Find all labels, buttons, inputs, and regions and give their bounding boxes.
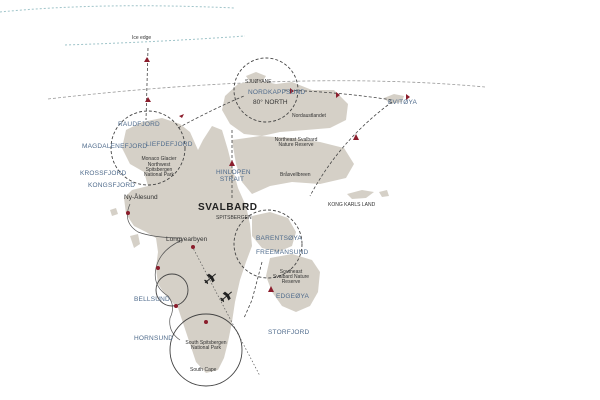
kongsfjord-label: KONGSFJORD — [88, 182, 136, 189]
marker-southeast — [353, 134, 359, 140]
parallel-80-north-line — [47, 80, 486, 100]
airplane-icon-2 — [220, 291, 233, 303]
spitsbergen-label: SPITSBERGEN — [216, 215, 252, 221]
marker-south — [204, 320, 208, 324]
northwest-circle — [110, 110, 186, 186]
ice-edge-label: Ice edge — [132, 35, 152, 41]
route-north-crossing — [177, 95, 245, 129]
edgeoya-label: EDGEØYA — [276, 293, 310, 300]
southeast-reserve-label: Southeast Svalbard Nature Reserve — [272, 269, 310, 285]
northeast-circle — [233, 57, 299, 123]
route-storfjord — [243, 261, 263, 319]
barentsoya-label: BARENTSØYA — [256, 235, 302, 242]
route-east-kvitoya — [283, 89, 393, 101]
marker-ice-2 — [145, 97, 151, 102]
sjuoyane-islands — [246, 72, 266, 82]
bellsund-label: BELLSUND — [134, 296, 170, 303]
marker-kvitoya — [406, 94, 410, 100]
barentsoya-circle — [233, 209, 303, 279]
route-kvitoya-return — [309, 101, 393, 197]
marker-hornsund — [174, 304, 178, 308]
route-south-coast — [154, 239, 183, 341]
kong-karls-land-2 — [379, 190, 389, 197]
marker-east — [336, 92, 340, 98]
northwest-park-label: Northwest Spitsbergen National Park — [143, 162, 174, 178]
sjuoyane-label: SJUØYANE — [245, 79, 272, 85]
airplane-icon — [204, 273, 217, 285]
svalbard-title: SVALBARD — [198, 202, 258, 213]
barentsoya-island — [252, 212, 296, 252]
marker-hinlopen — [229, 160, 235, 166]
liefdefjord-label: LIEFDEFJORD — [146, 141, 193, 148]
nordaustlandet-island — [222, 80, 348, 136]
marker-ice — [144, 57, 150, 62]
south-circle — [169, 313, 243, 387]
freemansund-label: FREEMANSUND — [256, 249, 309, 256]
raudfjord-label: RAUDFJORD — [118, 121, 160, 128]
kong-karls-land-label: KONG KARLS LAND — [328, 202, 376, 208]
monaco-glacier-label: Monaco Glacier — [141, 156, 177, 162]
magdalenefjord-label: MAGDALENEFJORD — [82, 143, 148, 150]
hinlopen-strait-label: HINLOPEN STRAIT — [216, 169, 251, 183]
ice-edge-line-2 — [64, 35, 246, 46]
south-park-label: South Spitsbergen National Park — [185, 340, 227, 351]
spitsbergen-island — [122, 118, 252, 373]
marker-longyearbyen — [191, 245, 195, 249]
ice-edge-line — [0, 5, 236, 13]
edgeoya-island — [266, 254, 320, 312]
nordkappsund-label: NORDKAPPSUND — [248, 89, 306, 96]
krossfjord-label: KROSSFJORD — [80, 170, 127, 177]
kvitoya-label: KVITØYA — [388, 99, 418, 106]
marker-north — [179, 114, 184, 118]
storfjord-label: STORFJORD — [268, 329, 310, 336]
marker-edgeoya — [268, 286, 274, 292]
marker-bellsund — [156, 266, 160, 270]
prins-karls-forland — [130, 234, 140, 248]
northeast-reserve-label: Northeast Svalbard Nature Reserve — [274, 137, 318, 148]
marker-nordkapp — [290, 88, 294, 94]
longyearbyen-label: Longyearbyen — [166, 236, 208, 243]
parallel-80-label: 80° NORTH — [253, 99, 288, 106]
kvitoya-island — [384, 94, 404, 104]
brasvellbreen-label: Bråsvellbreen — [280, 172, 311, 178]
northeast-spitsbergen — [232, 136, 354, 194]
bellsund-circle — [155, 273, 189, 307]
ny-alesund-label: Ny-Ålesund — [124, 194, 158, 201]
hornsund-label: HORNSUND — [134, 335, 174, 342]
nordaustlandet-label: Nordaustlandet — [292, 113, 326, 119]
south-cape-label: South Cape — [190, 367, 217, 373]
kong-karls-land-1 — [347, 190, 374, 199]
small-island-west — [110, 208, 118, 216]
marker-ny-alesund — [126, 211, 130, 215]
